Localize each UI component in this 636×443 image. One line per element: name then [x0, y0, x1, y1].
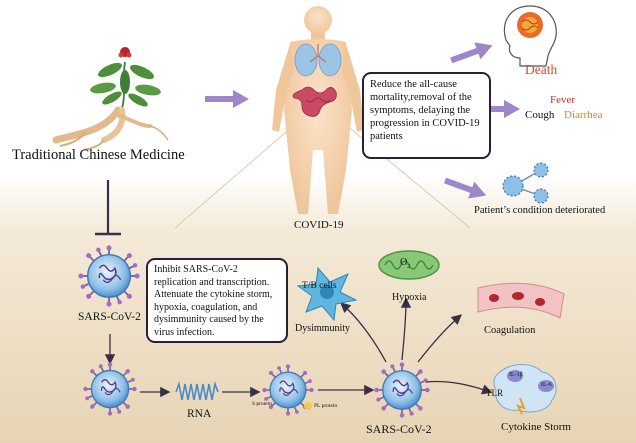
- covid-label: COVID-19: [294, 219, 344, 231]
- virus-bottom-right-icon: [374, 362, 430, 418]
- il6-label: IL-6: [541, 382, 552, 388]
- mitochondria-icon: [378, 250, 440, 280]
- head-brain-icon: [503, 5, 557, 67]
- fever-label: Fever: [550, 94, 576, 106]
- blood-vessel-icon: [477, 282, 565, 319]
- arrow-to-coagulation: [417, 314, 462, 363]
- tb-cell-icon: [296, 266, 358, 322]
- arrow-to-deterioration: [441, 172, 490, 204]
- human-body-icon: [272, 6, 364, 214]
- arrow-to-dysimmunity: [340, 302, 387, 363]
- mechanism-textbox: Inhibit SARS-CoV-2 replication and trans…: [146, 258, 288, 343]
- outcome-textbox: Reduce the all-cause mortality,removal o…: [362, 72, 491, 159]
- deteriorated-label: Patient’s condition deteriorated: [474, 205, 606, 216]
- death-label: Death: [525, 62, 558, 77]
- rna-strand-icon: [175, 381, 219, 401]
- arrow-to-cytokine: [425, 380, 493, 395]
- rna-label: RNA: [187, 408, 212, 420]
- arrow-to-hypoxia: [400, 297, 412, 361]
- dysimmunity-label: Dysimmunity: [295, 323, 351, 334]
- virus-bottom-left-icon: [83, 362, 137, 416]
- tb-cells-label: T/B cells: [302, 281, 337, 291]
- diarrhea-label: Diarrhea: [564, 109, 603, 121]
- tlr-label: TLR: [486, 388, 503, 398]
- il1b-label: IL-1β: [509, 372, 523, 378]
- virus-cluster-icon: [502, 162, 549, 204]
- cough-label: Cough: [525, 109, 555, 121]
- plprotein-label: PL protein: [314, 403, 338, 409]
- o2-text: O: [400, 257, 408, 268]
- tcm-label: Traditional Chinese Medicine: [12, 147, 185, 163]
- sars-top-label: SARS-CoV-2: [78, 311, 141, 323]
- ginseng-plant-icon: [52, 47, 169, 151]
- sprotein-label: S protein: [252, 401, 273, 407]
- arrow-tcm-to-patient: [205, 90, 249, 108]
- coagulation-label: Coagulation: [484, 325, 536, 336]
- cytokine-cell-icon: [493, 364, 557, 415]
- hypoxia-label: Hypoxia: [392, 292, 427, 303]
- o2-subscript: 2: [407, 264, 411, 270]
- sars-bottom-label: SARS-CoV-2: [366, 422, 432, 436]
- pl-protein-dot: [304, 402, 312, 410]
- arrow-to-death: [448, 36, 496, 69]
- o2-label: O2: [400, 257, 410, 270]
- cytokine-label: Cytokine Storm: [501, 421, 571, 433]
- virus-top-icon: [78, 245, 140, 307]
